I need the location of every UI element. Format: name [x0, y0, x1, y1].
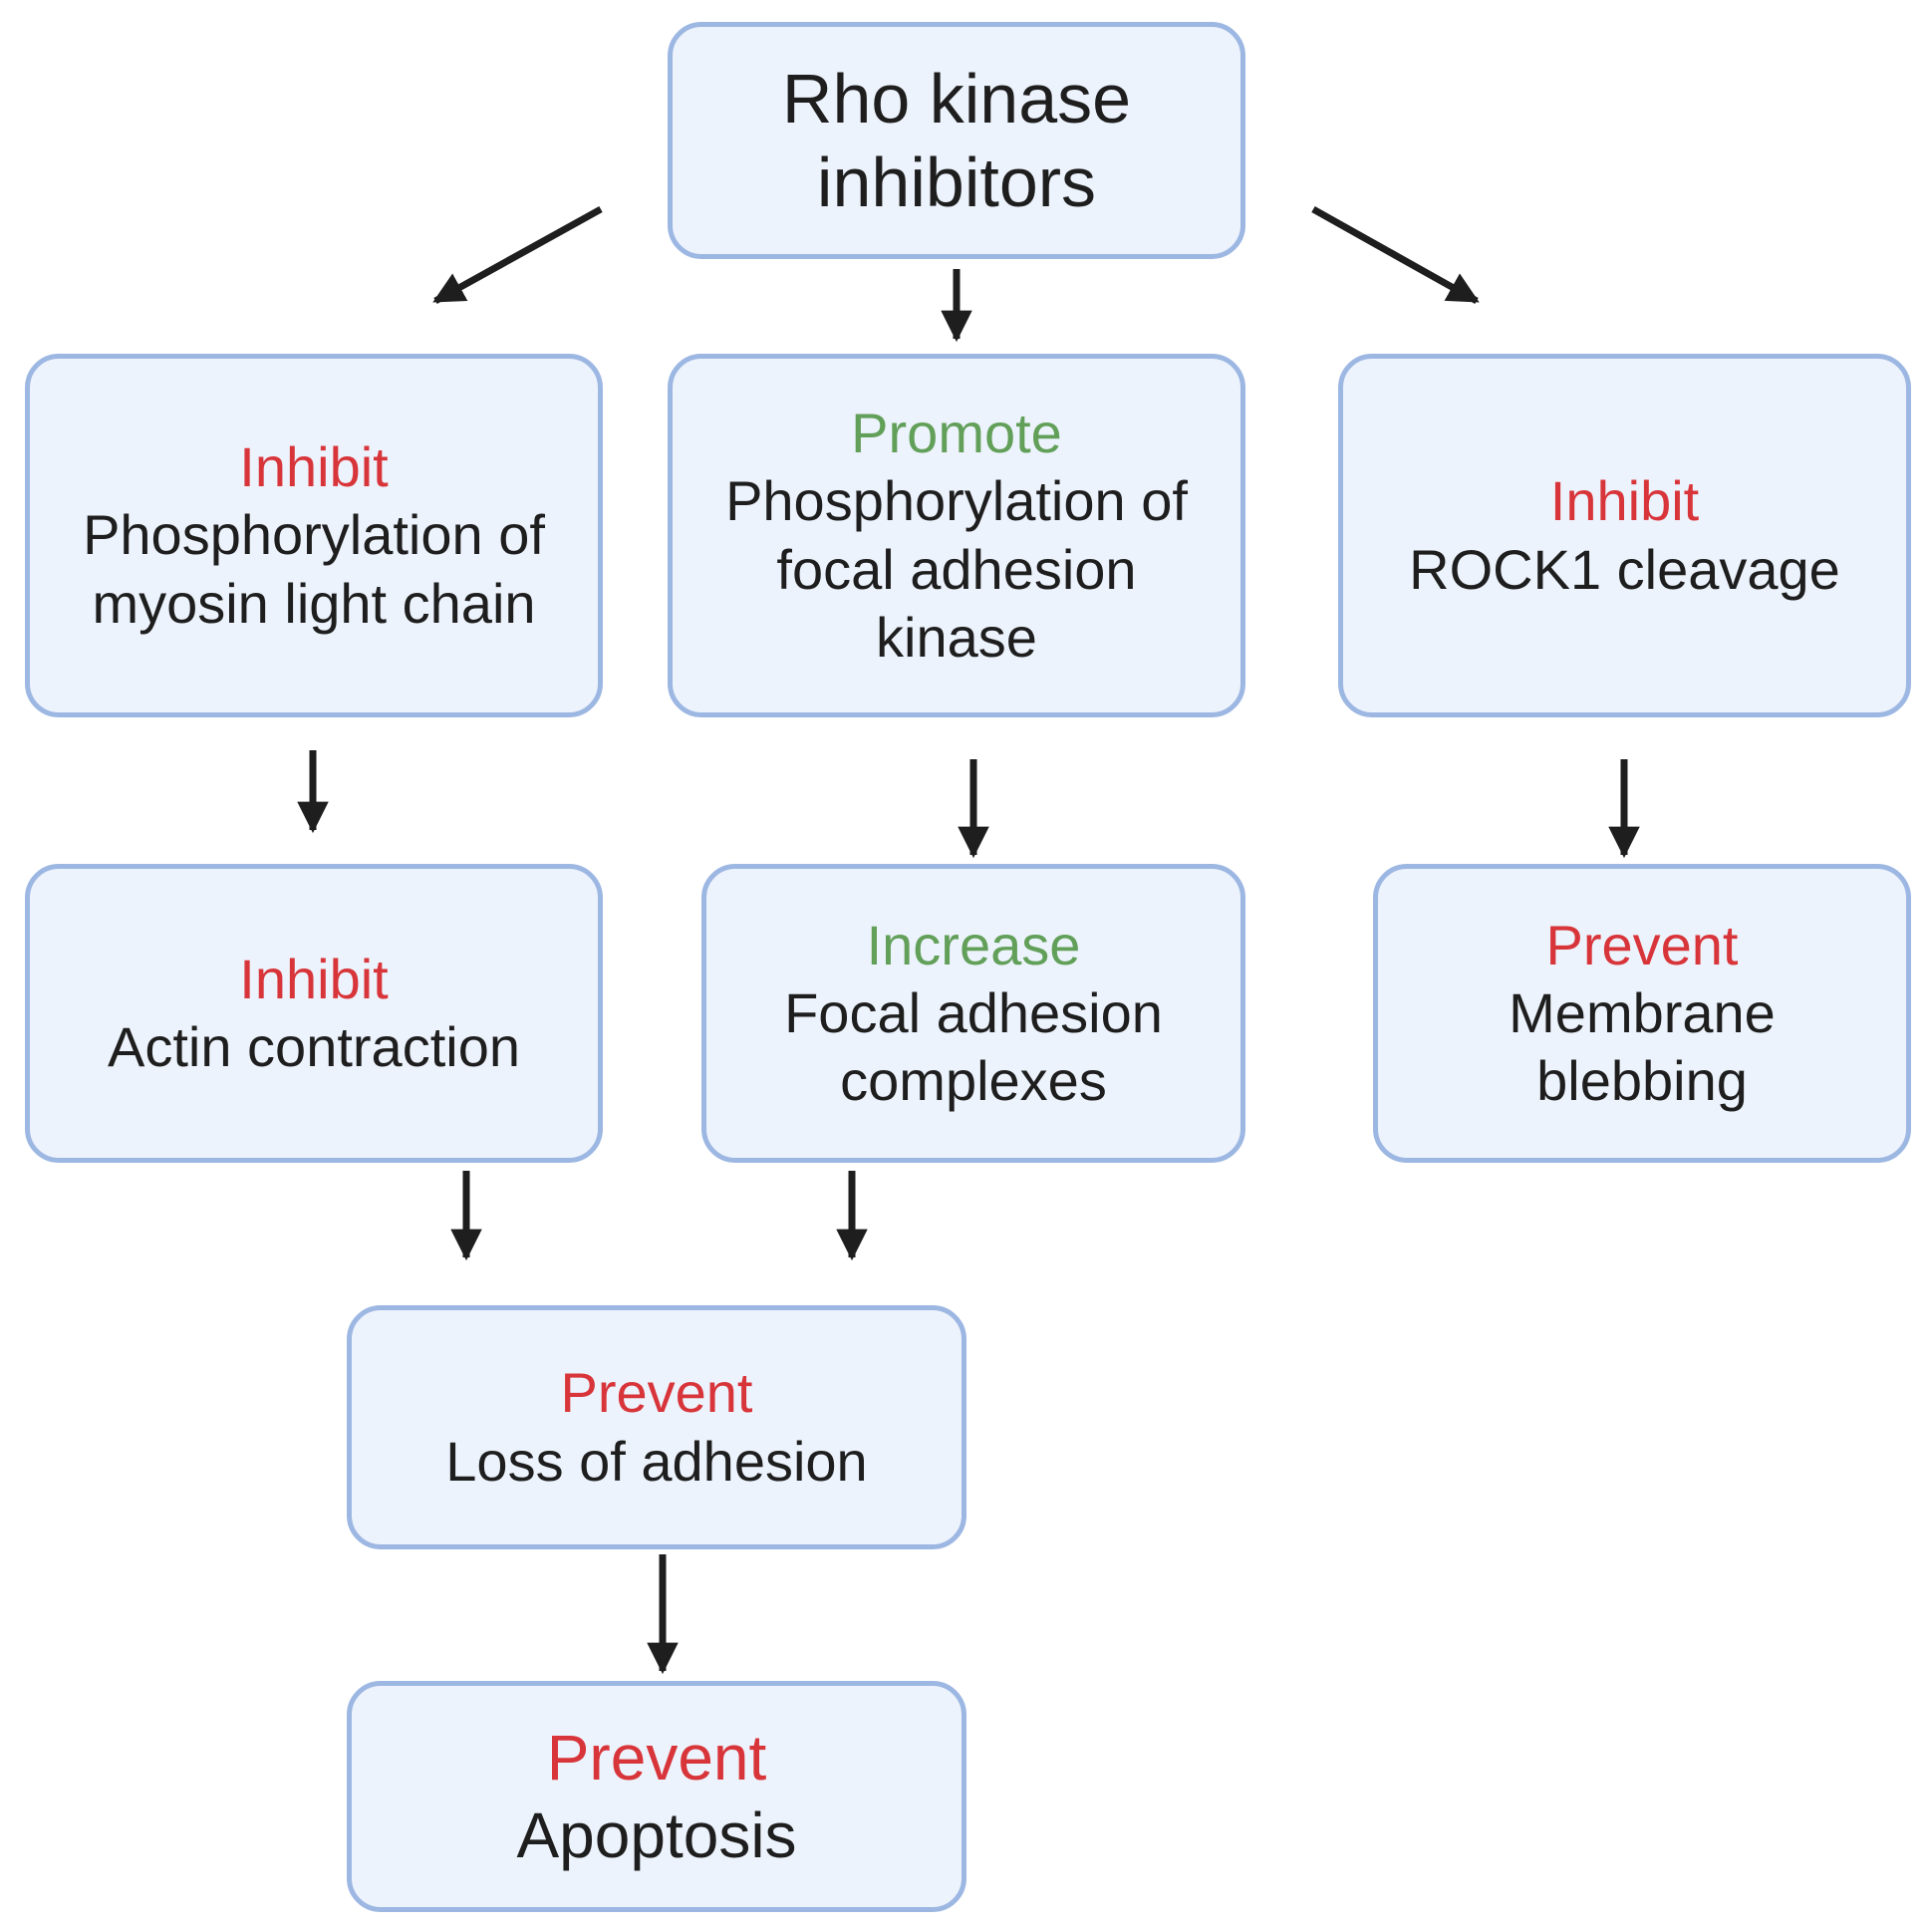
node-label: Focal adhesion complexes: [784, 980, 1163, 1113]
node-effect-verb: Prevent: [1545, 913, 1739, 976]
node-rock1-cleavage: Inhibit ROCK1 cleavage: [1338, 354, 1911, 717]
node-effect-verb: Promote: [851, 401, 1062, 464]
node-effect-verb: Inhibit: [239, 435, 389, 499]
arrow-root-to-myosin: [432, 205, 603, 305]
node-myosin-phosphorylation: Inhibit Phosphorylation of myosin light …: [25, 354, 603, 717]
node-fak-phosphorylation: Promote Phosphorylation of focal adhesio…: [668, 354, 1245, 717]
node-label: Loss of adhesion: [445, 1429, 868, 1493]
node-actin-contraction: Inhibit Actin contraction: [25, 864, 603, 1163]
node-label: Phosphorylation of myosin light chain: [83, 503, 545, 635]
node-membrane-blebbing: Prevent Membrane blebbing: [1373, 864, 1911, 1163]
node-focal-adhesion-complexes: Increase Focal adhesion complexes: [701, 864, 1245, 1163]
node-rho-kinase-inhibitors: Rho kinase inhibitors: [668, 22, 1245, 259]
node-label: ROCK1 cleavage: [1409, 537, 1840, 601]
node-label: Actin contraction: [108, 1015, 520, 1078]
node-effect-verb: Prevent: [546, 1721, 767, 1794]
node-effect-verb: Inhibit: [1549, 469, 1700, 533]
node-apoptosis: Prevent Apoptosis: [347, 1681, 966, 1912]
node-label: Phosphorylation of focal adhesion kinase: [725, 469, 1188, 669]
node-loss-of-adhesion: Prevent Loss of adhesion: [347, 1305, 966, 1549]
node-label: Apoptosis: [516, 1799, 797, 1871]
node-label: Membrane blebbing: [1509, 980, 1776, 1113]
node-effect-verb: Increase: [866, 913, 1081, 976]
node-label: Rho kinase inhibitors: [781, 60, 1132, 221]
arrow-root-to-rock1: [1311, 205, 1480, 305]
node-effect-verb: Prevent: [560, 1361, 753, 1425]
node-effect-verb: Inhibit: [239, 947, 389, 1010]
